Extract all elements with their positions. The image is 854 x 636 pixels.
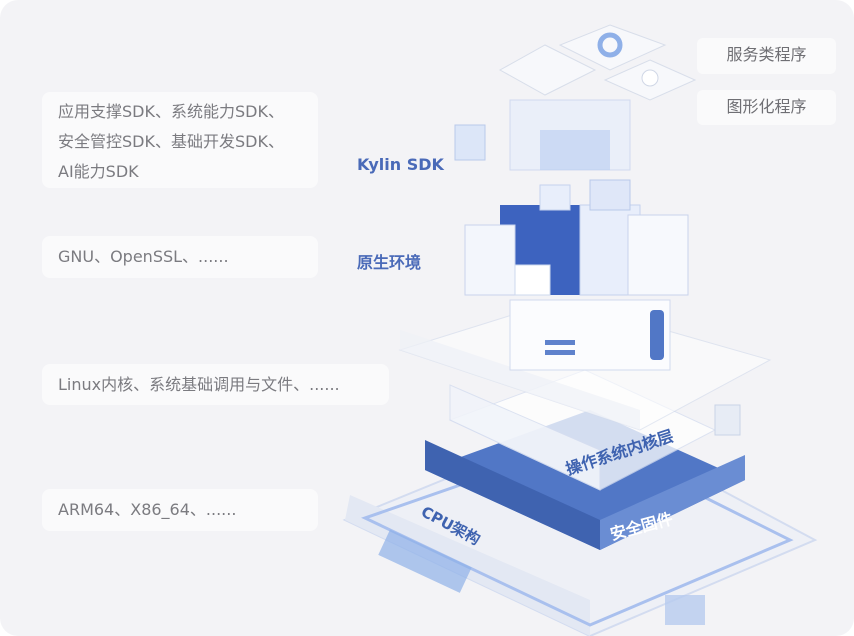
graphical-programs-box: 图形化程序 bbox=[697, 90, 836, 125]
server-block bbox=[509, 299, 671, 371]
native-env-label: 原生环境 bbox=[357, 253, 422, 272]
app-tile bbox=[558, 24, 667, 71]
sdk-line: AI能力SDK bbox=[58, 162, 139, 181]
connector-block bbox=[665, 595, 705, 625]
sdk-description-box: 应用支撑SDK、系统能力SDK、 安全管控SDK、基础开发SDK、 AI能力SD… bbox=[42, 92, 318, 188]
native-block bbox=[514, 264, 551, 296]
native-block bbox=[464, 224, 516, 296]
app-tile bbox=[498, 44, 597, 96]
native-description-box: GNU、OpenSSL、...... bbox=[42, 236, 318, 278]
connector-block bbox=[378, 529, 472, 593]
kylin-sdk-label: Kylin SDK bbox=[357, 155, 444, 174]
sdk-line: 应用支撑SDK、系统能力SDK、 bbox=[58, 102, 284, 121]
kernel-description-box: Linux内核、系统基础调用与文件、...... bbox=[42, 364, 389, 405]
service-programs-box: 服务类程序 bbox=[697, 38, 836, 74]
native-block bbox=[627, 214, 689, 296]
cpu-description-box: ARM64、X86_64、...... bbox=[42, 489, 318, 531]
cpu-ring bbox=[361, 438, 794, 627]
sdk-line: 安全管控SDK、基础开发SDK、 bbox=[58, 132, 284, 151]
